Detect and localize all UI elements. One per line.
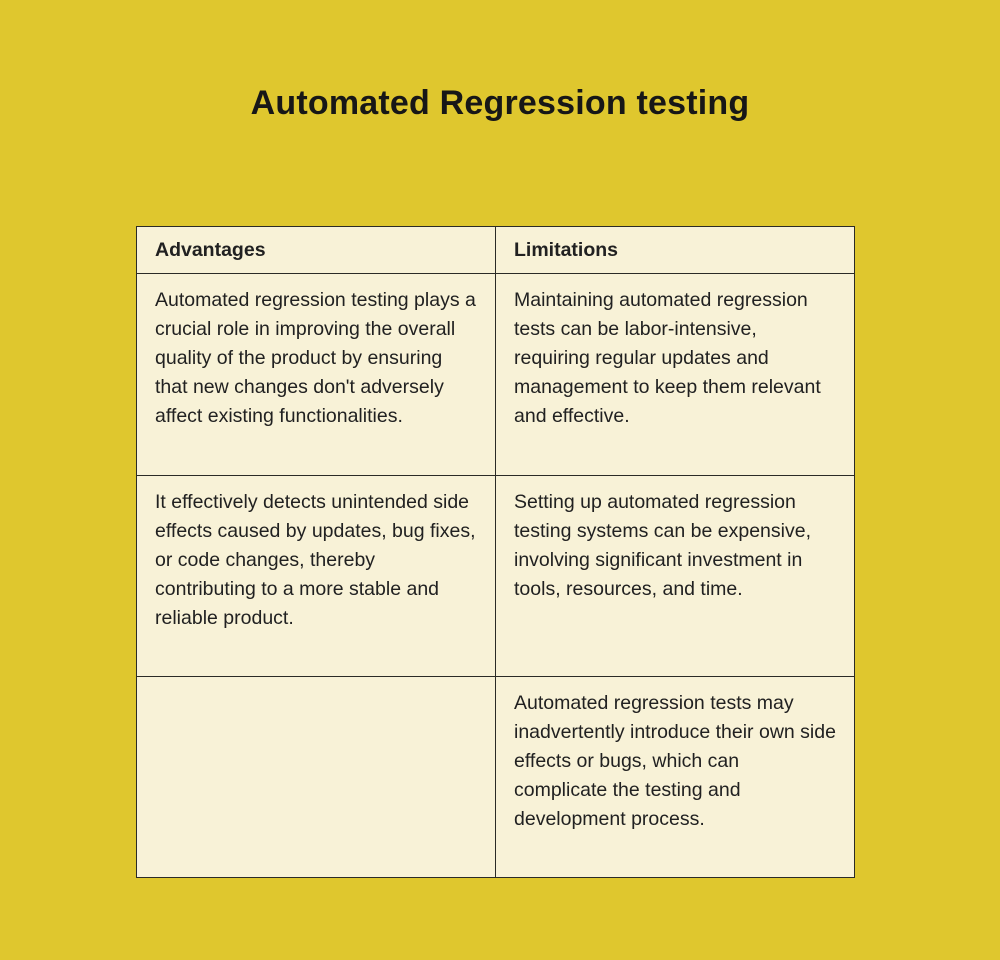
page-title: Automated Regression testing: [250, 84, 750, 122]
limitation-cell: Setting up automated regression testing …: [495, 475, 855, 677]
table-row: Automated regression tests may inadverte…: [136, 676, 855, 878]
advantage-cell: It effectively detects unintended side e…: [136, 475, 496, 677]
advantages-limitations-table: Advantages Limitations Automated regress…: [136, 226, 855, 878]
table-row: It effectively detects unintended side e…: [136, 475, 855, 677]
advantage-cell-empty: [136, 676, 496, 878]
header-cell-advantages: Advantages: [136, 226, 496, 274]
table-row: Automated regression testing plays a cru…: [136, 273, 855, 476]
limitation-cell: Maintaining automated regression tests c…: [495, 273, 855, 476]
limitation-cell: Automated regression tests may inadverte…: [495, 676, 855, 878]
advantage-cell: Automated regression testing plays a cru…: [136, 273, 496, 476]
header-cell-limitations: Limitations: [495, 226, 855, 274]
table-header: Advantages Limitations: [136, 226, 855, 274]
header-row: Advantages Limitations: [136, 226, 855, 274]
table-body: Automated regression testing plays a cru…: [136, 273, 855, 878]
